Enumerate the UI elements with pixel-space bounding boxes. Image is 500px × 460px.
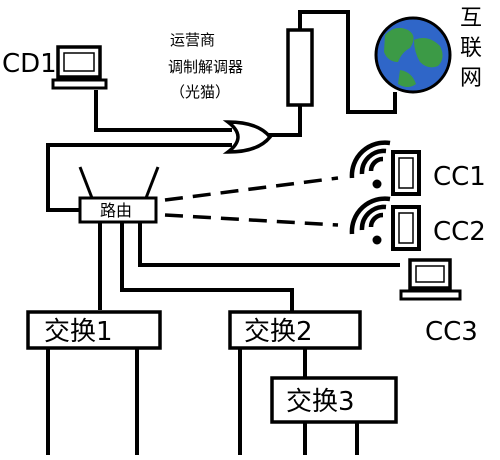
wire-router-cc3	[138, 222, 400, 267]
globe-icon	[374, 16, 452, 94]
cc2-label: CC2	[433, 217, 486, 247]
modem-label-line3: （光猫）	[170, 83, 230, 101]
wire-modem-internet	[298, 10, 397, 114]
wire-router-switch2	[120, 222, 294, 312]
signal-splitter	[222, 120, 273, 154]
cc1-label: CC1	[433, 162, 486, 192]
wireless-links	[164, 176, 339, 227]
switch2-box	[228, 310, 362, 350]
wire-splitter-modem	[268, 105, 302, 137]
switch3-box	[270, 376, 398, 424]
wire-cd1	[94, 90, 232, 132]
phone-icon	[391, 150, 421, 196]
wire-router-uplink	[46, 143, 232, 212]
router-label: 路由	[100, 201, 132, 220]
cd1-computer-icon	[51, 45, 108, 90]
laptop-icon	[399, 258, 462, 301]
switch2-label: 交换2	[244, 317, 313, 347]
switch1-box	[26, 310, 162, 350]
switch1-label: 交换1	[44, 317, 113, 347]
wireless-link-cc2	[164, 213, 339, 227]
switch3-label: 交换3	[286, 387, 355, 417]
connection-lines	[46, 10, 400, 455]
modem-label-line1: 运营商	[170, 31, 215, 49]
router-icon	[78, 166, 160, 224]
wifi-icon	[349, 140, 391, 189]
phone-icon	[391, 205, 421, 251]
modem-label-line2: 调制解调器	[168, 58, 243, 76]
wifi-icon	[349, 196, 391, 245]
cd1-label: CD1	[2, 49, 57, 79]
modem-box	[286, 28, 314, 107]
cc3-label: CC3	[425, 317, 478, 347]
wireless-link-cc1	[164, 176, 339, 202]
internet-label-2: 联	[460, 36, 482, 61]
internet-label-1: 互	[460, 6, 482, 31]
internet-label-3: 网	[460, 66, 482, 91]
